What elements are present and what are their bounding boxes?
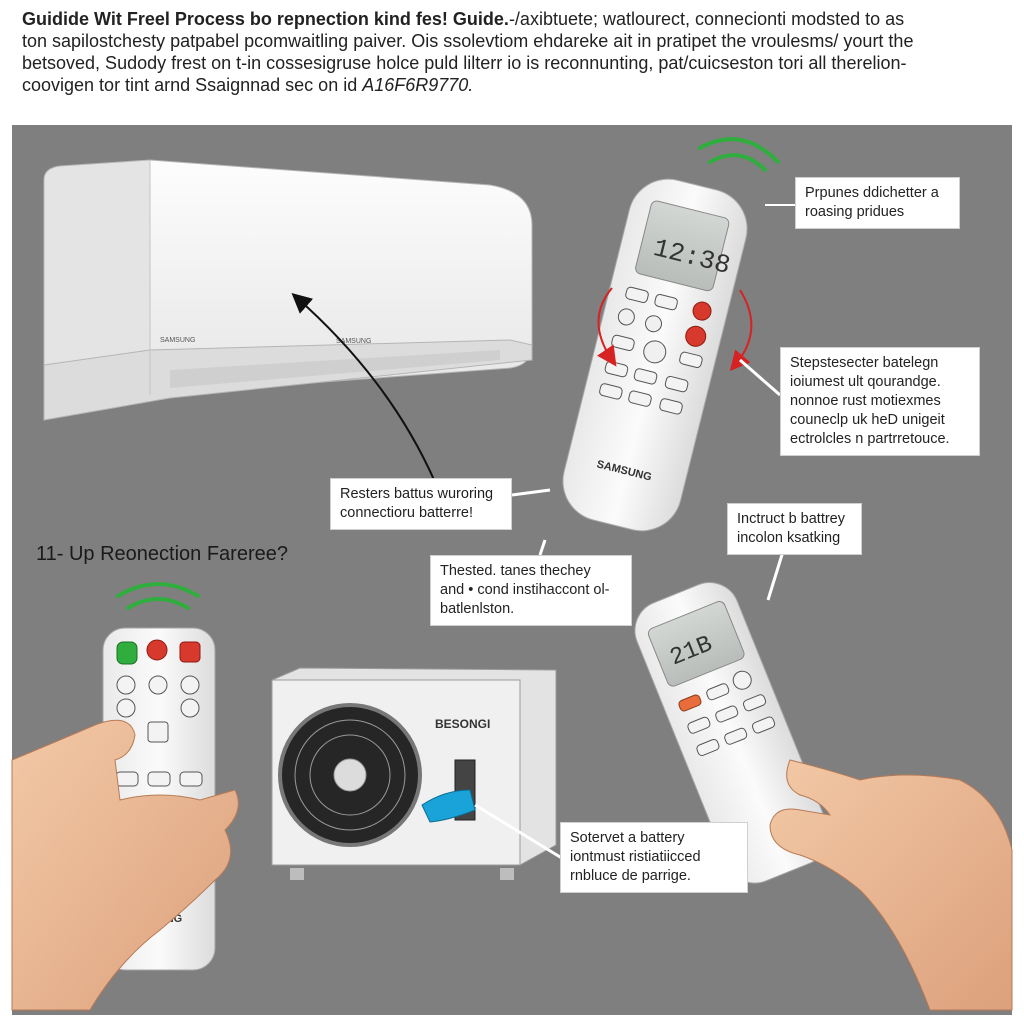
instruction-header: Guidide Wit Freel Process bo repnection …: [22, 8, 1007, 96]
header-line-1-bold: Guidide Wit Freel Process bo repnection …: [22, 9, 509, 29]
callout-line: nonnoe rust motiexmes: [790, 393, 941, 409]
callout-line: Inctruct b battrey: [737, 511, 845, 527]
callout-line: incolon ksatking: [737, 530, 841, 546]
header-line-2: ton sapilostchesty patpabel pcomwaitling…: [22, 31, 914, 51]
callout-line: ectrolcles n partrretouce.: [790, 431, 950, 447]
callout-line: Thested. tanes thechey: [440, 563, 591, 579]
callout-line: Prpunes ddichetter a: [805, 185, 939, 201]
header-line-4: coovigen tor tint arnd Ssaignnad sec on …: [22, 74, 1007, 96]
left-hand: [11, 719, 239, 1011]
callout-line: iontmust ristiatiicced: [570, 849, 701, 865]
pointer-arrow-icon: [291, 293, 436, 483]
callout-center: Thested. tanes thechey and • cond instih…: [430, 555, 632, 626]
header-line-4-prefix: coovigen tor tint arnd Ssaignnad sec on …: [22, 75, 363, 95]
callout-line: Resters battus wuroring: [340, 486, 494, 502]
header-line-1-rest: -/axibtuete; watlourect, connecionti mod…: [508, 9, 905, 29]
callout-restore: Resters battus wuroring connectioru batt…: [330, 478, 512, 530]
model-code: A16F6R9770.: [362, 75, 474, 95]
signal-waves-icon-left: [116, 582, 200, 610]
ac-logo-center: SAMSUNG: [336, 338, 371, 345]
callout-line: rnbluce de parrige.: [570, 868, 691, 884]
right-remote: 21B: [634, 582, 830, 884]
callout-line: ioiumest ult qourandge.: [790, 374, 941, 390]
callout-line: batlenlston.: [440, 601, 515, 617]
indoor-ac-unit: SAMSUNG SAMSUNG: [43, 159, 533, 421]
callout-line: Sotervet a battery: [570, 830, 685, 846]
callout-mid-right: Stepstesecter batelegn ioiumest ult qour…: [780, 347, 980, 456]
callout-right-small: Inctruct b battrey incolon ksatking: [727, 503, 862, 555]
rotate-arrow-icon: [596, 287, 617, 367]
signal-waves-icon: [698, 137, 780, 172]
callout-line: couneclp uk heD unigeit: [790, 412, 945, 428]
callout-line: roasing pridues: [805, 204, 905, 220]
main-remote: 12:38 SAMSUNG: [562, 178, 748, 532]
right-hand: [769, 759, 1013, 1011]
rotate-arrow-icon-right: [729, 289, 753, 372]
callout-line: Stepstesecter batelegn: [790, 355, 939, 371]
outdoor-unit: BESONGI: [271, 667, 557, 880]
header-line-1: Guidide Wit Freel Process bo repnection …: [22, 8, 1007, 30]
header-line-3: betsoved, Sudody frest on t-in cossesigr…: [22, 53, 907, 73]
outdoor-badge: BESONGI: [435, 717, 490, 731]
callout-line: and • cond instihaccont ol-: [440, 582, 610, 598]
callout-top-right: Prpunes ddichetter a roasing pridues: [795, 177, 960, 229]
ac-logo-left: SAMSUNG: [160, 337, 195, 344]
step-title: 11- Up Reonection Fareree?: [36, 543, 288, 565]
callout-line: connectioru batterre!: [340, 505, 473, 521]
callout-bottom: Sotervet a battery iontmust ristiatiicce…: [560, 822, 748, 893]
